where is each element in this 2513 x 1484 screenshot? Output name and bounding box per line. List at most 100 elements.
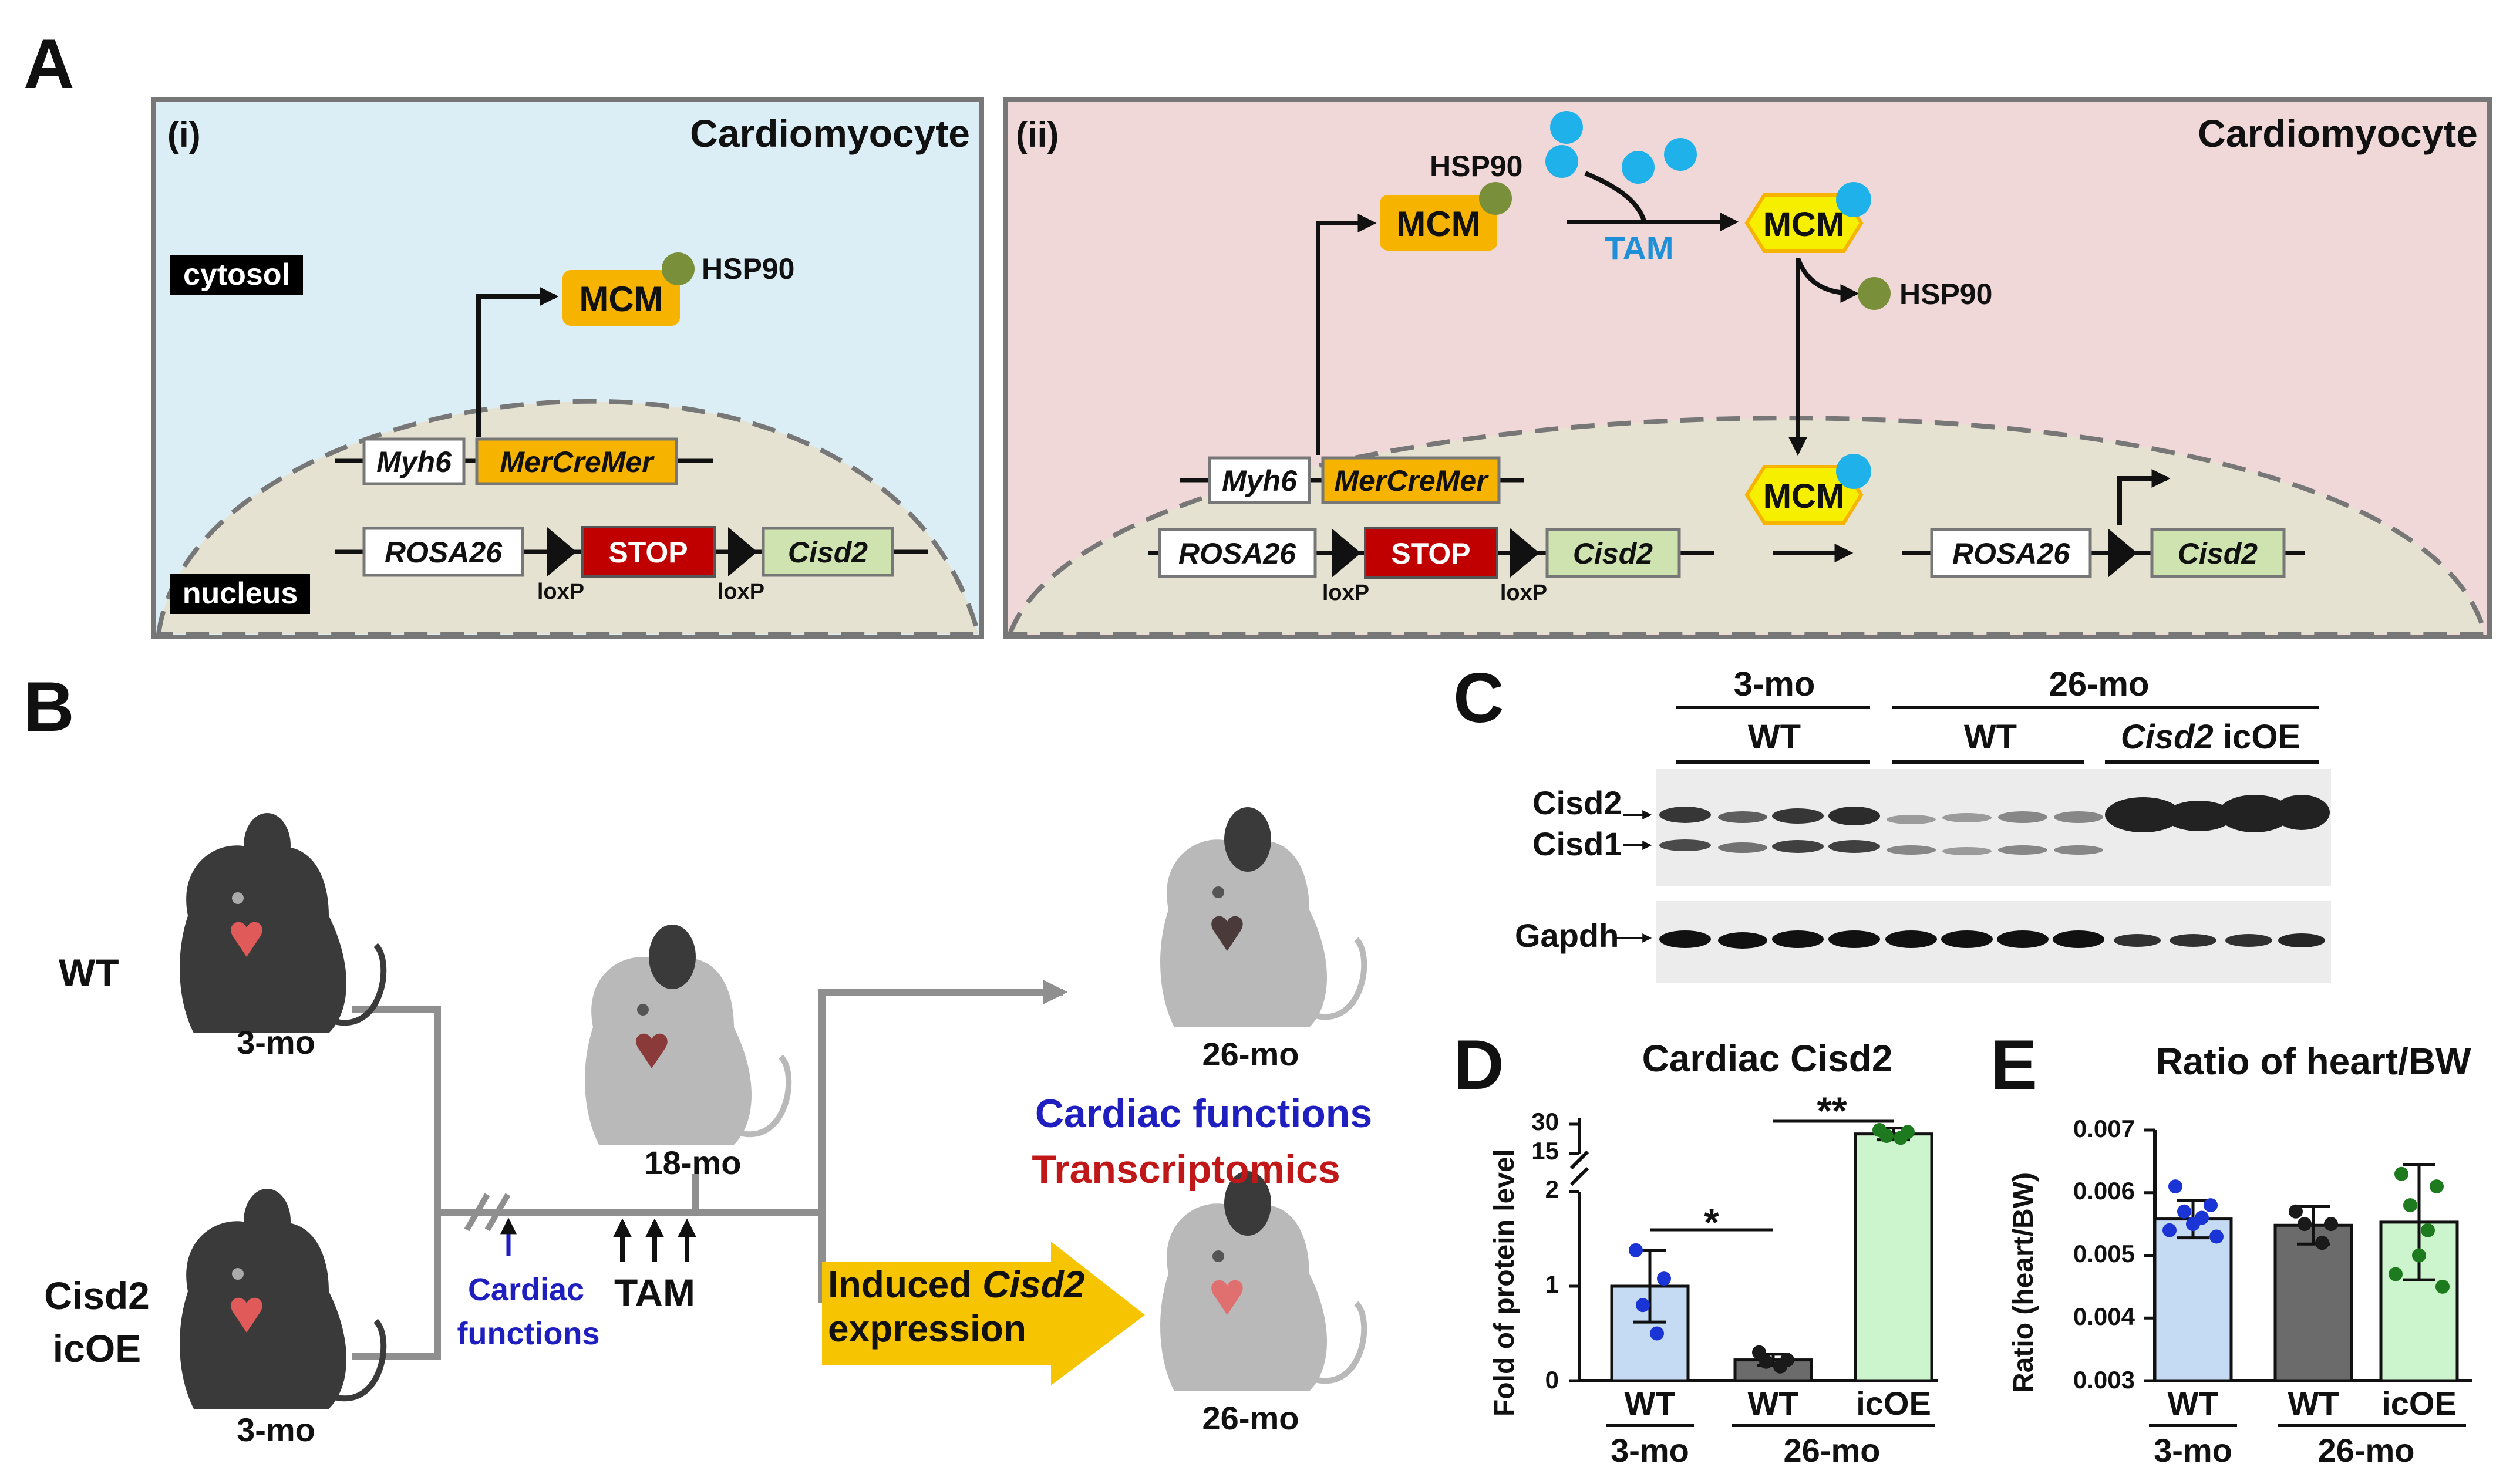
e-bar <box>2153 1217 2233 1382</box>
panel-a-left: (i) Cardiomyocyte cytosol nucleus MCM HS… <box>151 97 984 639</box>
tam-label-a: TAM <box>1605 230 1673 267</box>
cisd2-label-3: Cisd2 <box>2178 537 2258 570</box>
mouse-18mo <box>585 925 792 1145</box>
icoe-line-label: icOE <box>53 1327 141 1370</box>
mouse-wt-26mo <box>1160 807 1367 1027</box>
cell-title-2: Cardiomyocyte <box>2198 112 2478 155</box>
e-data-point <box>2430 1179 2444 1194</box>
tam-dot-icon <box>1545 145 1578 178</box>
western-blot <box>1656 769 2331 983</box>
cisd2-label-2: Cisd2 <box>1573 537 1653 570</box>
d-data-point <box>1629 1243 1643 1257</box>
e-grp-1: 3-mo <box>2154 1432 2232 1469</box>
e-data-point <box>2177 1204 2191 1219</box>
timeline <box>352 980 1068 1360</box>
tam-bound-icon-2 <box>1836 454 1871 489</box>
outcome-transcript: Transcriptomics <box>1032 1147 1340 1192</box>
e-data-point <box>2289 1204 2303 1219</box>
age-out1-label: 26-mo <box>1202 1036 1299 1072</box>
loxp-triangle-5 <box>2108 528 2137 578</box>
loxp-triangle-2 <box>728 527 757 576</box>
loxp-label-3: loxP <box>1322 581 1369 605</box>
panel-c-letter: C <box>1453 659 1504 737</box>
panel-a-ii-tag: (ii) <box>1016 115 1059 154</box>
cytosol-label: cytosol <box>183 258 290 292</box>
loxp-triangle-4 <box>1510 528 1540 578</box>
chart-d <box>1569 1118 1938 1382</box>
band-label-cisd1: Cisd1 <box>1532 825 1622 862</box>
chart-e-xlabels: WT WT icOE 3-mo 26-mo <box>2154 1385 2457 1469</box>
e-bar <box>2273 1223 2353 1382</box>
d-grp-1: 3-mo <box>1611 1432 1689 1469</box>
mcm-label-3: MCM <box>1763 477 1845 515</box>
d-data-point <box>1759 1354 1773 1369</box>
d-bar <box>1854 1132 1933 1382</box>
cisd2-label: Cisd2 <box>788 536 868 569</box>
loxp-label-2: loxP <box>717 579 764 604</box>
band-label-gapdh: Gapdh <box>1515 917 1619 954</box>
cardiac-label-2: functions <box>457 1316 600 1351</box>
hsp90-icon-2 <box>1858 277 1891 310</box>
myh6-label: Myh6 <box>376 446 452 478</box>
rosa26-label-3: ROSA26 <box>1952 537 2070 570</box>
e-xlabel-1: WT <box>2167 1385 2218 1422</box>
e-data-point <box>2209 1229 2224 1244</box>
rosa26-label: ROSA26 <box>385 536 503 569</box>
tam-bound-icon <box>1836 182 1871 217</box>
induced-label-1: Induced Cisd2 <box>828 1263 1084 1306</box>
e-data-point <box>2324 1217 2338 1232</box>
d-ytick-2: 2 <box>1545 1175 1559 1203</box>
chart-e-title: Ratio of heart/BW <box>2156 1040 2471 1082</box>
wt-label: WT <box>59 951 119 994</box>
panel-b-letter: B <box>23 667 75 746</box>
e-ytick-0007: 0.007 <box>2073 1115 2135 1142</box>
tam-dot-icon <box>1550 111 1583 144</box>
panel-a-letter: A <box>23 25 75 103</box>
d-sig-2: ** <box>1817 1089 1847 1132</box>
chart-e-ylabel: Ratio (heart/BW) <box>2008 1172 2039 1393</box>
chart-d-title: Cardiac Cisd2 <box>1642 1037 1893 1080</box>
e-xlabel-3: icOE <box>2381 1385 2457 1422</box>
e-ytick-0005: 0.005 <box>2073 1240 2135 1267</box>
d-ytick-1: 1 <box>1545 1270 1559 1298</box>
mcm-box <box>562 270 680 326</box>
age-icoe-label: 3-mo <box>237 1411 315 1448</box>
e-data-point <box>2421 1223 2435 1237</box>
band-label-cisd2: Cisd2 <box>1532 784 1622 821</box>
chart-d-ylabel: Fold of protein level <box>1489 1149 1520 1416</box>
d-data-point <box>1894 1131 1908 1145</box>
d-data-point <box>1636 1298 1650 1313</box>
cisd2-line-label: Cisd2 <box>44 1274 150 1317</box>
e-data-point <box>2435 1279 2450 1294</box>
mouse-wt-3mo <box>180 813 387 1033</box>
stop-label-2: STOP <box>1391 537 1470 570</box>
loxp-triangle-3 <box>1332 528 1361 578</box>
cardiac-label-1: Cardiac <box>468 1272 584 1307</box>
hsp90-label-b: HSP90 <box>1899 278 1992 311</box>
d-axis-break <box>1569 1166 1589 1186</box>
mercremer-label-2: MerCreMer <box>1334 464 1489 497</box>
d-ytick-0: 0 <box>1545 1366 1559 1394</box>
loxp-label-4: loxP <box>1500 581 1547 605</box>
hsp90-label: HSP90 <box>702 252 794 285</box>
mcm-label-2: MCM <box>1763 205 1845 244</box>
nucleus-label: nucleus <box>183 576 298 611</box>
heart-icon <box>1211 916 1243 951</box>
induced-label-2: expression <box>828 1307 1026 1350</box>
mouse-icoe-3mo <box>180 1189 387 1409</box>
heart-icon <box>231 922 262 957</box>
age-header-1: 3-mo <box>1734 665 1815 703</box>
loxp-label-1: loxP <box>537 579 584 604</box>
e-data-point <box>2394 1166 2408 1181</box>
e-data-point <box>2186 1217 2200 1232</box>
tam-label-b: TAM <box>614 1271 695 1314</box>
mcm-label: MCM <box>579 279 663 319</box>
d-xlabel-3: icOE <box>1856 1385 1931 1422</box>
myh6-label-2: Myh6 <box>1222 464 1298 497</box>
d-data-point <box>1650 1326 1664 1341</box>
d-sig-1: * <box>1704 1200 1719 1244</box>
e-ytick-0003: 0.003 <box>2073 1366 2135 1394</box>
tam-arrows <box>613 1218 696 1262</box>
e-data-point <box>2204 1198 2218 1213</box>
